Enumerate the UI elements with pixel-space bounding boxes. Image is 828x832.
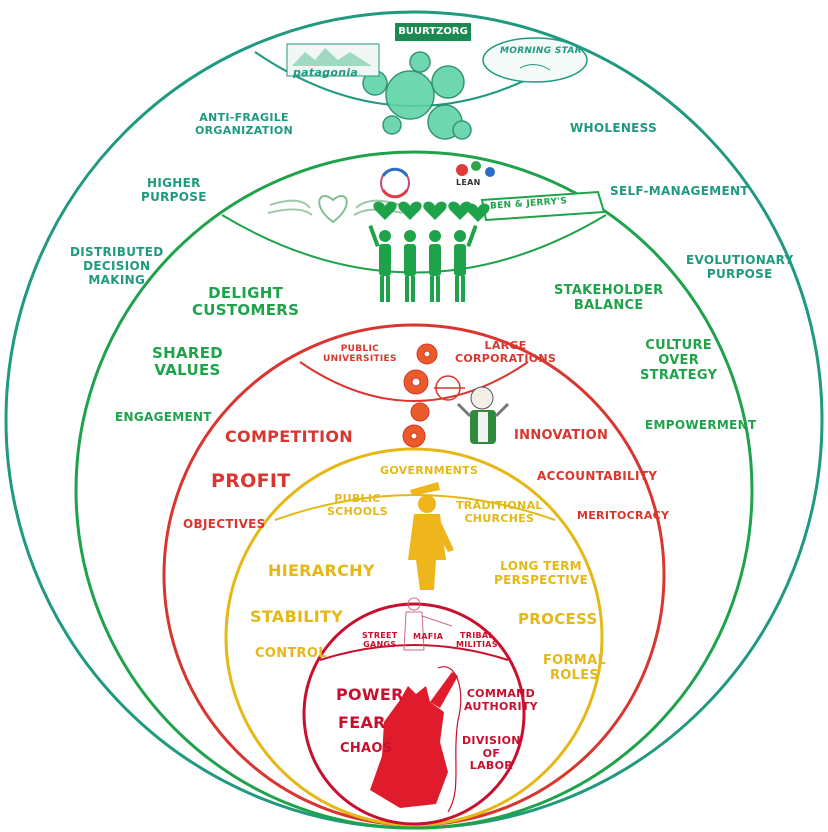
label-higher-purpose: HIGHER PURPOSE xyxy=(141,176,207,204)
label-engagement: ENGAGEMENT xyxy=(115,410,212,424)
gears-illustration xyxy=(402,343,465,448)
label-accountability: ACCOUNTABILITY xyxy=(537,469,658,483)
label-long-term-perspective: LONG TERM PERSPECTIVE xyxy=(494,559,589,587)
label-objectives: OBJECTIVES xyxy=(183,517,266,531)
patagonia-logo xyxy=(286,43,380,77)
buurtzorg-badge: BUURTZORG xyxy=(395,23,471,41)
innovator-figure xyxy=(456,386,510,444)
label-culture-over-strategy: CULTURE OVER STRATEGY xyxy=(640,338,718,383)
label-self-management: SELF-MANAGEMENT xyxy=(610,184,749,198)
soldier-silhouette xyxy=(408,482,454,590)
example-public-universities: PUBLIC UNIVERSITIES xyxy=(323,344,397,365)
example-street-gangs: STREET GANGS xyxy=(362,631,398,650)
example-large-corporations: LARGE CORPORATIONS xyxy=(455,339,557,365)
example-public-schools: PUBLIC SCHOOLS xyxy=(327,492,388,518)
label-innovation: INNOVATION xyxy=(514,428,609,443)
red-ring xyxy=(302,602,526,826)
orange-examples-arc xyxy=(299,361,529,402)
label-shared-values: SHARED VALUES xyxy=(152,344,224,380)
green-people-illustration xyxy=(368,201,490,302)
label-chaos: CHAOS xyxy=(340,741,393,756)
label-competition: COMPETITION xyxy=(225,427,353,446)
bcorp-logo xyxy=(380,167,410,199)
red-examples-arc xyxy=(319,644,509,661)
label-process: PROCESS xyxy=(518,610,598,628)
example-governments: GOVERNMENTS xyxy=(380,464,479,477)
label-control: CONTROL xyxy=(255,646,327,661)
label-stakeholder-balance: STAKEHOLDER BALANCE xyxy=(554,283,664,313)
label-evolutionary-purpose: EVOLUTIONARY PURPOSE xyxy=(686,253,794,281)
example-traditional-churches: TRADITIONAL CHURCHES xyxy=(456,499,543,525)
example-tribal-militias: TRIBAL MILITIAS xyxy=(456,631,498,650)
label-empowerment: EMPOWERMENT xyxy=(645,418,757,432)
label-delight-customers: DELIGHT CUSTOMERS xyxy=(192,284,300,320)
label-meritocracy: MERITOCRACY xyxy=(577,509,670,522)
lean-logo-text: LEAN xyxy=(456,178,481,187)
wolf-figure xyxy=(370,672,458,808)
lean-logo xyxy=(456,161,495,177)
clock-icon xyxy=(435,375,461,401)
mafia-figure xyxy=(403,597,453,651)
morningstar-logo-text: MORNING STAR xyxy=(500,46,582,56)
label-distributed-decision-making: DISTRIBUTED DECISION MAKING xyxy=(70,245,164,287)
label-anti-fragile: ANTI-FRAGILE ORGANIZATION xyxy=(195,111,294,137)
label-stability: STABILITY xyxy=(250,607,344,626)
label-power: POWER xyxy=(336,685,404,704)
example-mafia: MAFIA xyxy=(413,632,444,641)
label-fear: FEAR xyxy=(338,713,386,732)
label-profit: PROFIT xyxy=(211,470,291,492)
label-wholeness: WHOLENESS xyxy=(570,121,658,135)
morningstar-swoosh xyxy=(519,64,551,71)
label-command-authority: COMMAND AUTHORITY xyxy=(464,687,538,713)
morningstar-logo xyxy=(482,37,588,83)
patagonia-logo-text: patagonia xyxy=(293,66,359,79)
label-hierarchy: HIERARCHY xyxy=(268,561,375,580)
label-formal-roles: FORMAL ROLES xyxy=(543,653,607,683)
green-ring xyxy=(74,150,754,830)
spear-line xyxy=(437,666,462,813)
bubbles-illustration xyxy=(362,51,472,140)
label-division-of-labor: DIVISION OF LABOR xyxy=(462,734,521,773)
